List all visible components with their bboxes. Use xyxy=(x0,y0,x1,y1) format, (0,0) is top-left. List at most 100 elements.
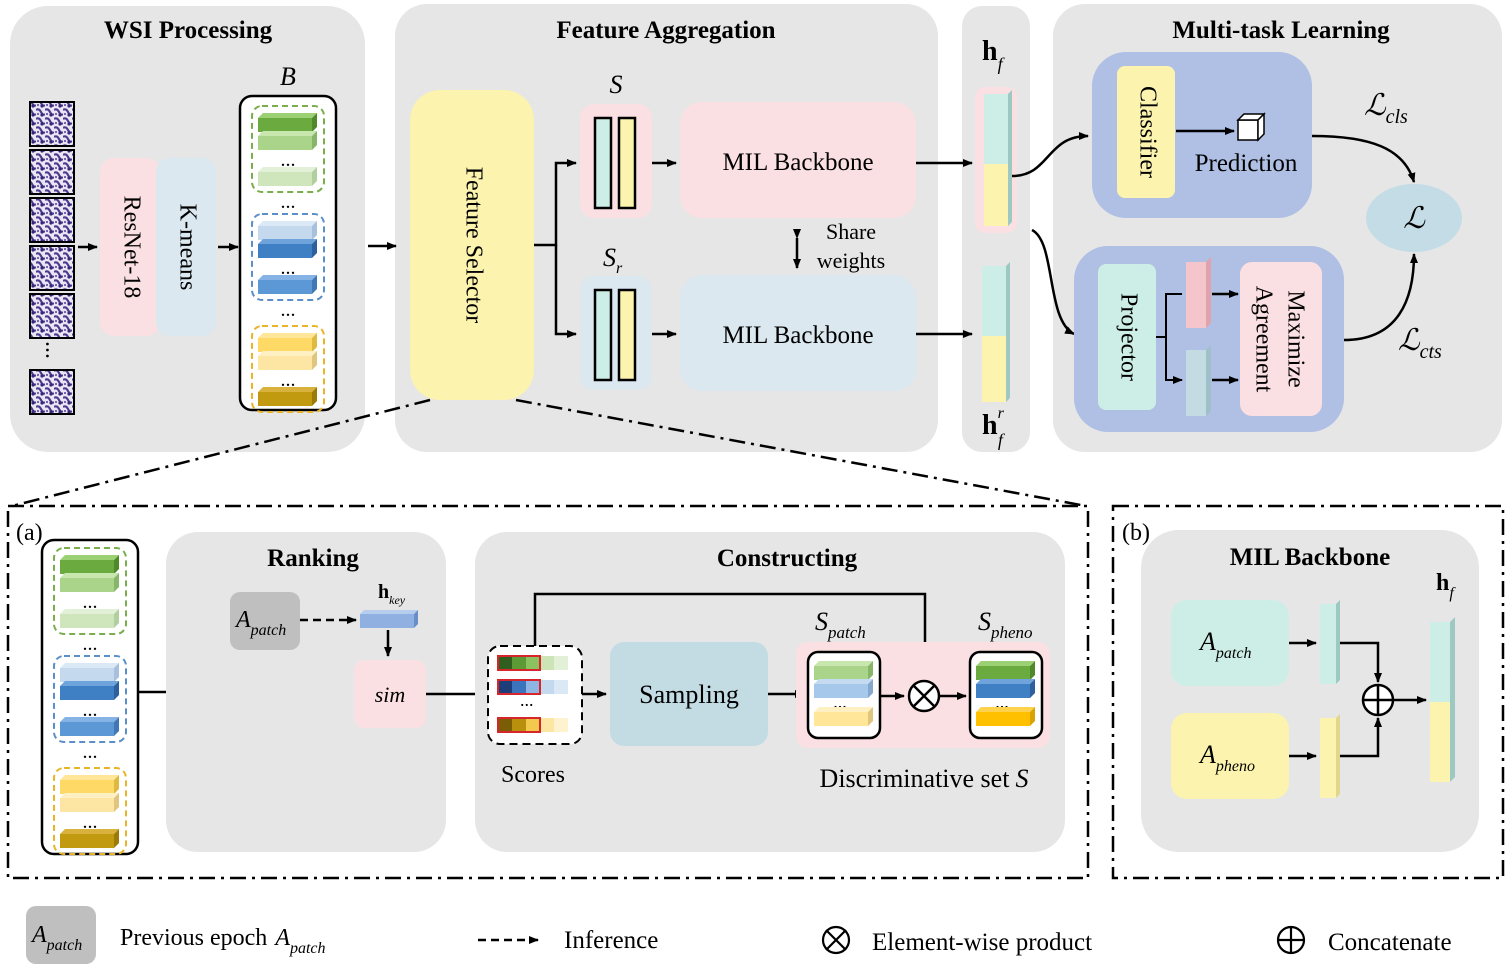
panel-a-clusters: ............... xyxy=(53,547,127,855)
feature-bar-top xyxy=(814,707,873,712)
feature-bar-side xyxy=(114,555,119,574)
projector-label: Projector xyxy=(1115,293,1141,381)
projection-vector-pink-side xyxy=(1206,257,1211,328)
arrow-selector-to-s xyxy=(534,159,577,247)
feature-bar-side xyxy=(868,707,873,726)
feature-bar-side xyxy=(312,239,317,258)
feature-bar-top xyxy=(814,661,873,666)
feature-bar xyxy=(258,172,312,186)
s-vector-blue xyxy=(593,116,613,210)
b-hf-vector-yellow xyxy=(1430,702,1450,782)
feature-bar-side xyxy=(868,679,873,698)
arrow-pheno-vec-to-concat xyxy=(1340,717,1382,758)
agreement-label: Agreement xyxy=(1250,286,1276,393)
sr-label: Sr xyxy=(603,243,623,277)
b-a-pheno-label: Apheno xyxy=(1198,740,1255,775)
prediction-cube-icon xyxy=(1236,112,1266,142)
feature-bar xyxy=(258,226,312,240)
b-a-patch-label: Apatch xyxy=(1198,627,1251,662)
feature-bar-top xyxy=(60,775,119,780)
s-label: S xyxy=(610,70,623,99)
hf-bottom-vector-blue xyxy=(982,266,1006,336)
multitask-title: Multi-task Learning xyxy=(1172,17,1390,44)
arrow-projector-branch-bottom xyxy=(1165,337,1183,384)
score-cell xyxy=(554,718,568,732)
score-cell xyxy=(540,656,554,670)
feature-bar-top xyxy=(258,131,317,136)
zoom-line-left xyxy=(11,398,431,508)
zoom-line-right xyxy=(515,398,1087,508)
cluster-outline xyxy=(251,325,325,413)
feature-bar-side xyxy=(114,775,119,794)
feature-bar-top xyxy=(258,387,317,392)
cluster-gap-ellipsis: ... xyxy=(83,633,98,655)
feature-bar xyxy=(258,118,312,132)
mil-backbone-bottom xyxy=(680,275,916,391)
legend-a-patch-label: Apatch xyxy=(30,922,82,954)
mil-backbone-panel xyxy=(1141,530,1479,852)
wsi-tile xyxy=(29,149,75,195)
scores-rows xyxy=(497,655,568,733)
feature-bar-side xyxy=(114,717,119,736)
feature-bar xyxy=(60,668,114,682)
wsi-tile xyxy=(29,197,75,243)
feature-bar-side xyxy=(1030,661,1035,680)
feature-bar-side xyxy=(868,661,873,680)
score-cell xyxy=(498,656,512,670)
score-cell xyxy=(512,680,526,694)
sim-label: sim xyxy=(375,682,406,707)
sr-vector-yellow xyxy=(617,288,637,382)
feature-bar xyxy=(814,666,868,680)
feature-bar-side xyxy=(1030,679,1035,698)
feature-bar-top xyxy=(258,239,317,244)
cluster-outline xyxy=(251,213,325,301)
resnet-label: ResNet-18 xyxy=(118,196,144,299)
feature-selector-label: Feature Selector xyxy=(460,167,486,324)
hf-top-vector-yellow xyxy=(984,164,1008,226)
b-patch-vector-side xyxy=(1336,600,1340,684)
feature-bar-top xyxy=(258,113,317,118)
wsi-title: WSI Processing xyxy=(104,17,273,44)
score-cell xyxy=(540,680,554,694)
feature-bar-side xyxy=(114,829,119,848)
feature-bar-top xyxy=(258,167,317,172)
cls-loss-label: ℒcls xyxy=(1364,89,1408,128)
maximize-agreement-block xyxy=(1240,262,1322,416)
legend-concatenate-label: Concatenate xyxy=(1328,929,1452,956)
hf-top-label: hf xyxy=(982,36,1006,74)
feature-bar xyxy=(60,834,114,848)
feature-bar xyxy=(814,712,868,726)
feature-bar xyxy=(258,244,312,258)
panel-a-label: (a) xyxy=(16,520,43,546)
cluster-outline xyxy=(53,767,127,855)
s-block xyxy=(580,104,652,218)
kmeans-label: K-means xyxy=(174,204,200,291)
arrow-scores-bypass xyxy=(533,592,929,679)
feature-bar-top xyxy=(258,351,317,356)
hf-bottom-vector-yellow xyxy=(982,336,1006,402)
feature-bar xyxy=(60,686,114,700)
score-cell xyxy=(526,680,540,694)
feature-bar-top xyxy=(60,681,119,686)
feature-bar-top xyxy=(60,717,119,722)
legend-inference-label: Inference xyxy=(564,927,658,954)
arrow-hf-to-projector xyxy=(1031,228,1075,336)
arrow-patch-vec-to-concat xyxy=(1340,641,1382,683)
cluster-gap-ellipsis: ... xyxy=(281,191,296,213)
hf-bottom-vector-side xyxy=(1006,262,1010,402)
arrow-projector-branch-top xyxy=(1156,293,1182,338)
total-loss-label: ℒ xyxy=(1403,202,1426,235)
s-patch-label: Spatch xyxy=(815,607,866,642)
feature-bar xyxy=(976,684,1030,698)
cluster-outline xyxy=(251,105,325,193)
cluster-ellipsis: ... xyxy=(281,369,296,391)
feature-bar-side xyxy=(312,167,317,186)
scores-ellipsis: ... xyxy=(520,690,534,710)
feature-bar-top xyxy=(60,609,119,614)
score-cell xyxy=(554,656,568,670)
feature-bar xyxy=(258,136,312,150)
mil-backbone-top xyxy=(680,102,916,218)
score-cell xyxy=(512,656,526,670)
